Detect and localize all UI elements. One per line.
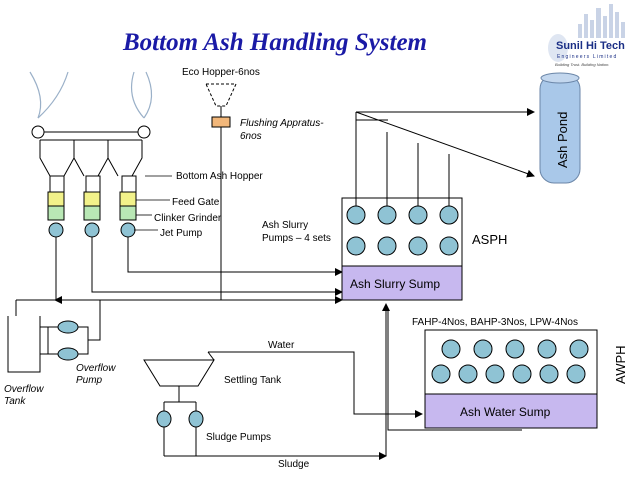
eco-hopper — [205, 83, 237, 107]
jet-pump-label: Jet Pump — [160, 228, 203, 239]
clinker-grinder-3 — [119, 205, 137, 221]
water-return-line — [208, 351, 423, 418]
slurry-pump-4b — [439, 236, 459, 256]
feed-gate-label: Feed Gate — [172, 197, 220, 208]
eco-hopper-label: Eco Hopper-6nos — [182, 67, 260, 78]
slurry-pump-1a — [346, 205, 366, 225]
ash-pond: Ash Pond — [539, 72, 581, 184]
overflow-pump-label-line2: Pump — [76, 375, 103, 386]
sludge-pump-2 — [188, 410, 204, 428]
ash-slurry-pumps-label-line1: Ash Slurry — [262, 220, 308, 231]
ash-slurry-pump-house: Ash Slurry Sump Ash Slurry Pumps – 4 set… — [262, 197, 507, 301]
diagram-title: Bottom Ash Handling System — [122, 29, 427, 56]
sludge-pump-1 — [156, 410, 172, 428]
bottom-ash-hopper-label: Bottom Ash Hopper — [176, 171, 263, 182]
slurry-pump-2b — [377, 236, 397, 256]
jet-pump-discharge-lines — [55, 237, 343, 304]
slurry-pump-3a — [408, 205, 428, 225]
boiler-seal-left — [31, 125, 45, 139]
clinker-grinder-1 — [47, 205, 65, 221]
water-pump-1 — [441, 339, 461, 359]
sludge-label: Sludge — [278, 459, 310, 470]
water-pump-8 — [485, 364, 505, 384]
jet-pump-3 — [120, 222, 136, 238]
overflow-section: Overflow Tank Overflow Pump — [4, 299, 116, 407]
slurry-pump-4a — [439, 205, 459, 225]
logo-tagline: Building Trust. Building Nation. — [555, 62, 609, 67]
overflow-tank-label-line2: Tank — [4, 396, 26, 407]
pump-counts-label: FAHP-4Nos, BAHP-3Nos, LPW-4Nos — [412, 317, 578, 328]
ash-pond-top — [540, 72, 580, 84]
slurry-pump-3b — [408, 236, 428, 256]
logo-subname: Engineers Limited — [557, 54, 617, 60]
water-pump-7 — [458, 364, 478, 384]
feed-gates — [47, 191, 137, 207]
clinker-grinder-2 — [83, 205, 101, 221]
sludge-pumps-section: Sludge Pumps Sludge — [156, 303, 390, 470]
settling-tank — [143, 359, 215, 387]
callout-lines — [134, 175, 172, 231]
water-pump-2 — [473, 339, 493, 359]
settling-tank-section: Settling Tank Water — [143, 308, 522, 431]
hopper-1 — [39, 140, 75, 177]
hopper-3 — [107, 140, 143, 177]
water-pump-10 — [539, 364, 559, 384]
ash-water-sump-label: Ash Water Sump — [460, 405, 551, 419]
ash-slurry-sump — [341, 265, 463, 301]
feed-gate-1 — [47, 191, 65, 207]
company-logo: Sunil Hi Tech Engineers Limited Building… — [542, 2, 636, 67]
settling-tank-label: Settling Tank — [224, 375, 282, 386]
flushing-apparatus-label-line1: Flushing Appratus- — [240, 118, 324, 129]
feed-gate-2 — [83, 191, 101, 207]
jet-pumps — [48, 222, 136, 238]
ash-slurry-pumps-label-line2: Pumps – 4 sets — [262, 233, 331, 244]
flushing-apparatus-label-line2: 6nos — [240, 131, 262, 142]
water-pump-11 — [566, 364, 586, 384]
overflow-pump-2 — [57, 347, 79, 361]
ash-water-sump — [424, 393, 598, 429]
feed-gate-3 — [119, 191, 137, 207]
overflow-tank — [7, 316, 41, 373]
bottom-ash-hoppers — [39, 139, 143, 177]
slurry-sump-overflow-line — [387, 308, 522, 431]
water-pump-5 — [569, 339, 589, 359]
water-pump-4 — [537, 339, 557, 359]
water-pump-9 — [512, 364, 532, 384]
asph-label: ASPH — [472, 232, 507, 247]
slurry-pump-2a — [377, 205, 397, 225]
ash-slurry-sump-label: Ash Slurry Sump — [350, 277, 440, 291]
logo-city-graphic — [578, 4, 625, 38]
overflow-pump-1 — [57, 320, 79, 334]
logo-name: Sunil Hi Tech — [556, 40, 625, 52]
clinker-grinder-label: Clinker Grinder — [154, 213, 222, 224]
boiler-bottom-outline — [29, 71, 153, 119]
water-pump-6 — [431, 364, 451, 384]
overflow-tank-label-line1: Overflow — [4, 384, 44, 395]
boiler-seal-right — [137, 125, 151, 139]
slurry-discharge-lines — [355, 108, 535, 206]
clinker-grinders — [47, 205, 137, 221]
sludge-pumps-label: Sludge Pumps — [206, 432, 271, 443]
water-label: Water — [268, 340, 295, 351]
hopper-necks — [49, 175, 137, 193]
jet-pump-1 — [48, 222, 64, 238]
slurry-pump-1b — [346, 236, 366, 256]
awph-label: AWPH — [613, 345, 628, 384]
overflow-pump-label-line1: Overflow — [76, 363, 116, 374]
logo-swoosh — [548, 34, 568, 62]
flushing-apparatus — [211, 116, 231, 128]
hopper-2 — [73, 140, 109, 177]
ash-water-pump-house: FAHP-4Nos, BAHP-3Nos, LPW-4Nos Ash Water… — [412, 317, 628, 429]
ash-pond-label: Ash Pond — [555, 112, 570, 168]
jet-pump-2 — [84, 222, 100, 238]
water-pump-3 — [505, 339, 525, 359]
